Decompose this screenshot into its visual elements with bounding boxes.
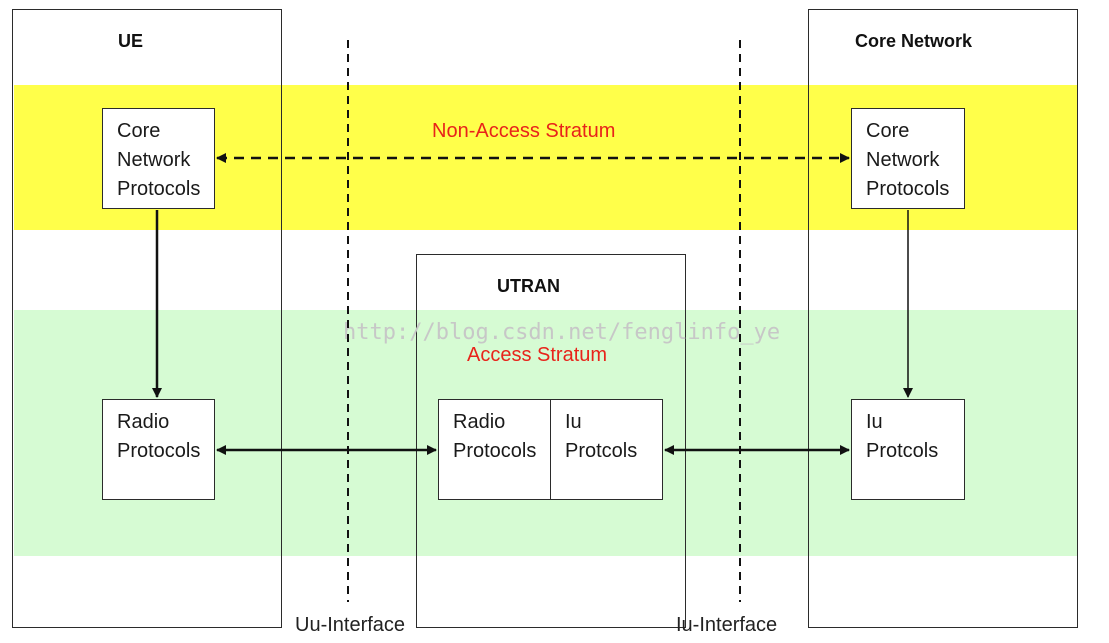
utran-iu-protocols-block: Iu Protcols xyxy=(550,399,663,500)
ue-core-network-protocols-block: Core Network Protocols xyxy=(102,108,215,209)
cn-core-network-protocols-label: Core Network Protocols xyxy=(866,120,950,200)
core-network-domain-box xyxy=(808,9,1078,628)
ue-title: UE xyxy=(118,31,144,51)
iu-interface-label: Iu-Interface xyxy=(676,614,778,636)
cn-iu-protocols-label: Iu Protcols xyxy=(866,411,939,462)
utran-iu-protocols-label: Iu Protcols xyxy=(565,411,638,462)
utran-radio-protocols-label: Radio Protocols xyxy=(453,411,537,462)
access-stratum-label: Access Stratum xyxy=(467,344,608,366)
watermark: http://blog.csdn.net/fenglinfo_ye xyxy=(343,320,781,345)
ue-core-network-protocols-label: Core Network Protocols xyxy=(117,120,201,200)
uu-interface-label: Uu-Interface xyxy=(295,614,406,636)
non-access-stratum-label: Non-Access Stratum xyxy=(432,120,616,142)
ue-radio-protocols-block: Radio Protocols xyxy=(102,399,215,500)
core-network-title: Core Network xyxy=(855,31,973,51)
cn-core-network-protocols-block: Core Network Protocols xyxy=(851,108,965,209)
ue-radio-protocols-label: Radio Protocols xyxy=(117,411,201,462)
ue-domain-box xyxy=(12,9,282,628)
cn-iu-protocols-block: Iu Protcols xyxy=(851,399,965,500)
utran-radio-protocols-block: Radio Protocols xyxy=(438,399,552,500)
utran-title: UTRAN xyxy=(497,276,560,296)
utran-domain-box xyxy=(416,254,686,628)
